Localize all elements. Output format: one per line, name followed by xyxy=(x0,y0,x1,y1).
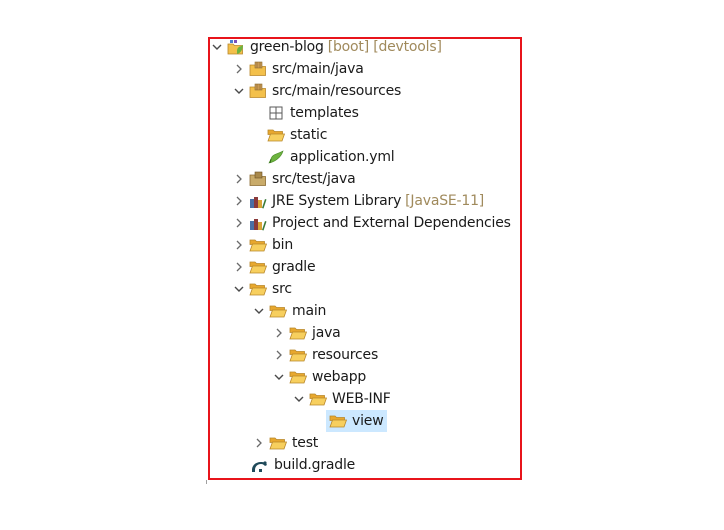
chevron-right-icon[interactable] xyxy=(232,168,246,190)
chevron-down-icon[interactable] xyxy=(210,36,224,58)
tree-item-label: src/test/java xyxy=(272,171,356,187)
chevron-right-icon[interactable] xyxy=(232,190,246,212)
tree-item-webapp[interactable]: webapp xyxy=(272,366,366,388)
tree-item-decoration: [JavaSE-11] xyxy=(405,193,485,209)
tree-item-label: application.yml xyxy=(290,149,395,165)
chevron-right-icon[interactable] xyxy=(252,432,266,454)
gradle-file-icon xyxy=(250,454,270,476)
chevron-right-icon[interactable] xyxy=(232,58,246,80)
package-grid-icon xyxy=(266,102,286,124)
chevron-right-icon[interactable] xyxy=(232,256,246,278)
spring-project-icon xyxy=(226,36,246,58)
tree-item-label: build.gradle xyxy=(274,457,356,473)
tree-item-label: JRE System Library xyxy=(272,193,402,209)
tree-item-label: src/main/java xyxy=(272,61,364,77)
library-icon xyxy=(248,212,268,234)
folder-icon xyxy=(248,256,268,278)
tree-item-project-external-dependencies[interactable]: Project and External Dependencies xyxy=(232,212,511,234)
tree-item-label: view xyxy=(352,413,384,429)
tree-item-label: Project and External Dependencies xyxy=(272,215,511,231)
tree-item-label: main xyxy=(292,303,327,319)
tree-item-gradle[interactable]: gradle xyxy=(232,256,316,278)
tree-item-static[interactable]: static xyxy=(264,124,327,146)
chevron-down-icon[interactable] xyxy=(272,366,286,388)
tree-item-label: green-blog xyxy=(250,39,324,55)
tree-item-templates[interactable]: templates xyxy=(264,102,359,124)
tree-item-src-test-java[interactable]: src/test/java xyxy=(232,168,356,190)
source-folder-icon xyxy=(248,168,268,190)
tree-item-test[interactable]: test xyxy=(252,432,318,454)
tree-item-resources[interactable]: resources xyxy=(272,344,378,366)
folder-icon xyxy=(266,124,286,146)
chevron-down-icon[interactable] xyxy=(232,80,246,102)
folder-icon xyxy=(308,388,328,410)
tree-item-label: gradle xyxy=(272,259,316,275)
chevron-right-icon[interactable] xyxy=(232,234,246,256)
tree-item-label: static xyxy=(290,127,328,143)
chevron-right-icon[interactable] xyxy=(272,322,286,344)
tree-item-label: test xyxy=(292,435,319,451)
chevron-down-icon[interactable] xyxy=(292,388,306,410)
tree-item-web-inf[interactable]: WEB-INF xyxy=(292,388,391,410)
tree-item-label: bin xyxy=(272,237,294,253)
folder-icon xyxy=(248,278,268,300)
tree-item-label: WEB-INF xyxy=(332,391,391,407)
tree-item-jre-system-library[interactable]: JRE System Library [JavaSE-11] xyxy=(232,190,484,212)
chevron-right-icon[interactable] xyxy=(232,212,246,234)
tree-item-green-blog[interactable]: green-blog [boot] [devtools] xyxy=(210,36,442,58)
tree-item-application-yml[interactable]: application.yml xyxy=(264,146,395,168)
tree-item-label: src xyxy=(272,281,292,297)
project-explorer-tree[interactable]: green-blog [boot] [devtools] src/main/ja… xyxy=(206,36,520,480)
tree-item-view[interactable]: view xyxy=(326,410,388,432)
chevron-right-icon[interactable] xyxy=(272,344,286,366)
tree-item-src-main-java[interactable]: src/main/java xyxy=(232,58,364,80)
spring-yml-icon xyxy=(266,146,286,168)
folder-icon xyxy=(288,322,308,344)
source-folder-icon xyxy=(248,80,268,102)
folder-icon xyxy=(328,410,348,432)
chevron-down-icon[interactable] xyxy=(232,278,246,300)
folder-icon xyxy=(288,344,308,366)
folder-icon xyxy=(268,432,288,454)
tree-item-label: templates xyxy=(290,105,359,121)
tree-item-build-gradle[interactable]: build.gradle xyxy=(248,454,355,476)
tree-item-decoration: [boot] [devtools] xyxy=(327,39,442,55)
chevron-down-icon[interactable] xyxy=(252,300,266,322)
folder-icon xyxy=(268,300,288,322)
tree-item-src-main-resources[interactable]: src/main/resources xyxy=(232,80,401,102)
tree-item-label: resources xyxy=(312,347,379,363)
selection-highlight: view xyxy=(326,410,388,432)
source-folder-icon xyxy=(248,58,268,80)
library-icon xyxy=(248,190,268,212)
tree-item-main[interactable]: main xyxy=(252,300,326,322)
folder-icon xyxy=(248,234,268,256)
folder-icon xyxy=(288,366,308,388)
tree-item-bin[interactable]: bin xyxy=(232,234,293,256)
tree-item-java[interactable]: java xyxy=(272,322,341,344)
tree-item-label: java xyxy=(312,325,341,341)
tree-item-src[interactable]: src xyxy=(232,278,292,300)
tree-item-label: webapp xyxy=(312,369,367,385)
tree-item-label: src/main/resources xyxy=(272,83,402,99)
